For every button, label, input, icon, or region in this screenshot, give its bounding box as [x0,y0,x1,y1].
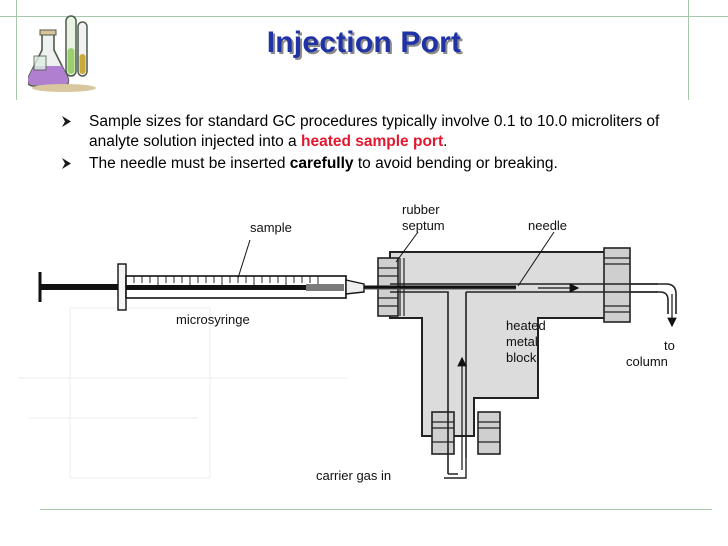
label-heated: heated [506,318,546,333]
bullet-item: The needle must be inserted carefully to… [60,154,700,174]
bullet-text: The needle must be inserted [89,155,290,172]
bottom-fitting-right [477,411,501,455]
column-fitting [603,247,631,323]
bullet-text-end: . [443,133,448,150]
label-block: block [506,350,537,365]
carrier-gas-line [444,458,467,479]
injection-port-diagram: sample microsyringe rubber septum needle… [18,202,677,483]
lab-glassware-logo [28,15,96,92]
barrel-graduations [133,276,319,286]
label-rubber: rubber [402,202,440,217]
frame-bottom-line [40,509,712,510]
label-metal: metal [506,334,538,349]
bullet-emphasis: carefully [289,155,354,172]
column-thread-marks [604,257,630,313]
bullet-text-end: to avoid bending or breaking. [353,155,558,172]
arrow-bullet-icon [62,158,71,169]
frame-right-line [688,0,689,100]
label-to: to [664,338,675,353]
bullet-text: Sample sizes for standard GC procedures … [89,113,660,150]
bullet-item: Sample sizes for standard GC procedures … [60,112,700,152]
scan-background [18,307,348,479]
heated-metal-block [389,251,613,437]
label-sample: sample [250,220,292,235]
arrow-bullet-icon [62,116,71,127]
label-microsyringe: microsyringe [176,312,250,327]
label-needle: needle [528,218,567,233]
microsyringe [38,263,516,311]
bottom-fitting-left [431,411,455,455]
bullet-highlight: heated sample port [300,133,444,150]
label-column: column [626,354,668,369]
frame-top-line [0,16,728,17]
slide-title: Injection Port [266,26,462,59]
column-outlet-tube [630,283,677,314]
injection-bore [390,283,658,474]
label-carrier-gas: carrier gas in [316,468,391,483]
label-septum: septum [402,218,445,233]
frame-left-line [16,0,17,100]
leader-lines [237,231,555,287]
bullet-list: Sample sizes for standard GC procedures … [60,112,700,176]
